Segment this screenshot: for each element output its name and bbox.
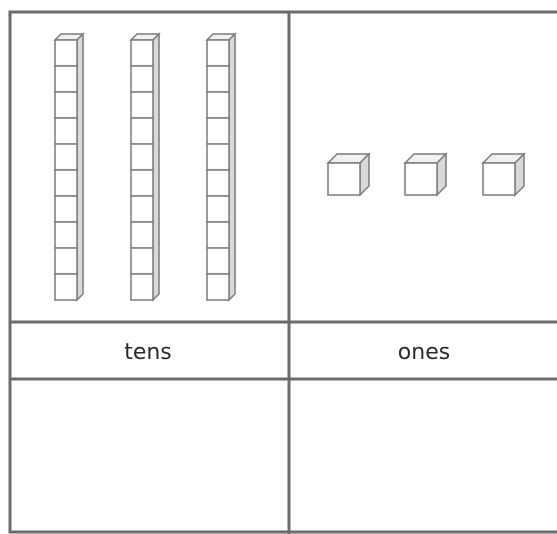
unit-square <box>207 170 229 196</box>
unit-square <box>55 222 77 248</box>
tens-header: tens <box>124 340 172 365</box>
ones-answer-cell[interactable] <box>291 381 557 531</box>
unit-square <box>207 248 229 274</box>
unit-square <box>55 170 77 196</box>
unit-square <box>55 196 77 222</box>
unit-square <box>55 118 77 144</box>
unit-square <box>207 222 229 248</box>
unit-square <box>131 118 153 144</box>
unit-square <box>131 92 153 118</box>
unit-square <box>207 66 229 92</box>
unit-square <box>131 274 153 300</box>
ones-blocks-area <box>328 154 524 195</box>
tens-blocks-area <box>55 34 235 300</box>
unit-square <box>55 248 77 274</box>
unit-square <box>207 40 229 66</box>
unit-cube <box>483 154 524 195</box>
unit-square <box>131 222 153 248</box>
unit-square <box>207 144 229 170</box>
unit-square <box>207 274 229 300</box>
ten-rod <box>55 34 83 300</box>
unit-square <box>131 196 153 222</box>
unit-square <box>207 196 229 222</box>
unit-square <box>131 66 153 92</box>
unit-square <box>55 66 77 92</box>
unit-cube <box>328 154 369 195</box>
unit-square <box>131 144 153 170</box>
ten-rod <box>207 34 235 300</box>
unit-square <box>207 118 229 144</box>
unit-square <box>131 170 153 196</box>
ten-rod <box>131 34 159 300</box>
unit-square <box>131 40 153 66</box>
tens-answer-cell[interactable] <box>12 381 287 531</box>
unit-square <box>131 248 153 274</box>
unit-square <box>55 274 77 300</box>
unit-cube <box>405 154 446 195</box>
ones-header: ones <box>398 340 450 365</box>
unit-square <box>55 40 77 66</box>
unit-square <box>55 92 77 118</box>
unit-square <box>207 92 229 118</box>
unit-square <box>55 144 77 170</box>
